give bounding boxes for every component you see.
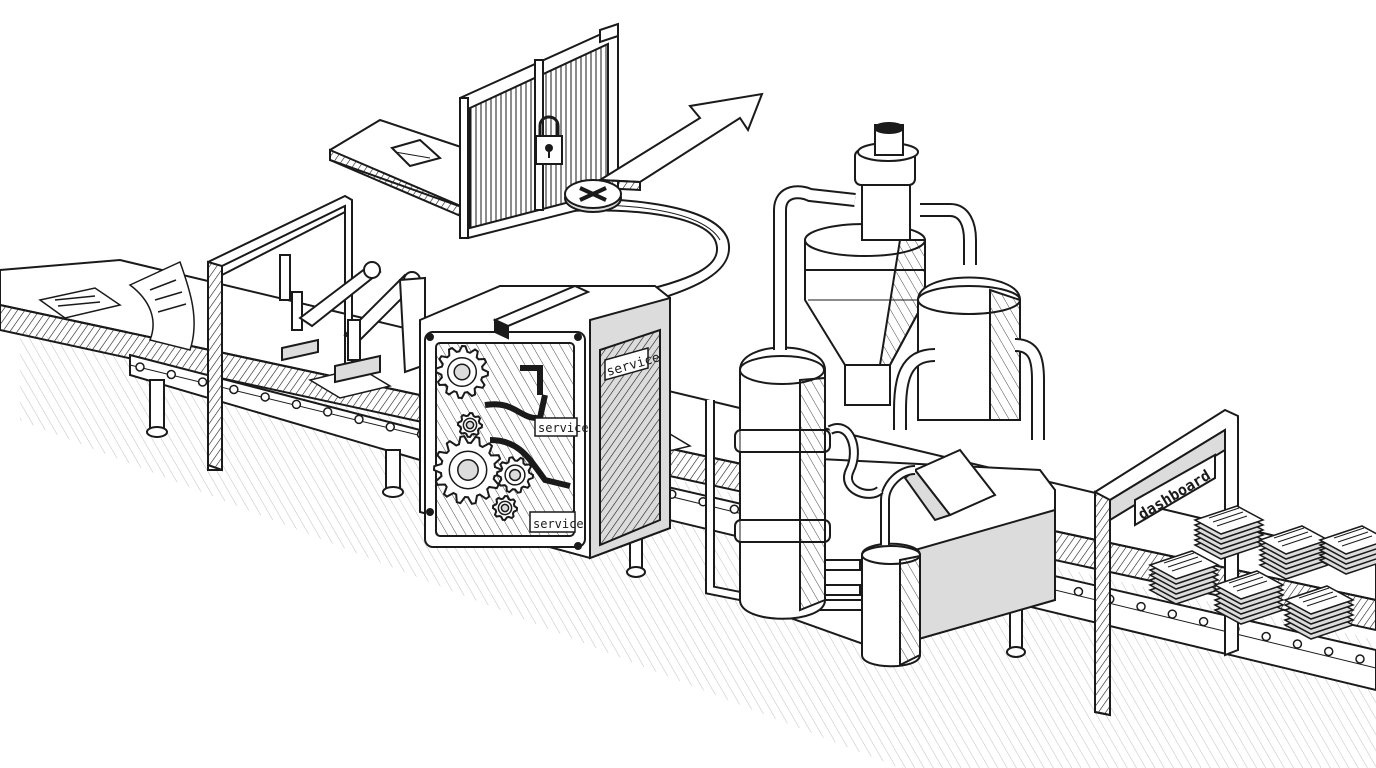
processing-plant: [705, 122, 1056, 668]
roller: [197, 377, 208, 387]
roller: [1355, 654, 1365, 664]
document-text-line: [1273, 527, 1305, 539]
roller: [260, 392, 270, 402]
roller: [322, 407, 333, 417]
document-text-line: [1167, 556, 1199, 568]
document-text-line: [1277, 531, 1309, 543]
service-label-bottom: service: [533, 517, 584, 531]
roller: [166, 369, 177, 380]
document-sheet: [1283, 585, 1355, 615]
document-text-line: [1337, 531, 1369, 543]
roller: [1136, 601, 1146, 612]
roller: [1292, 639, 1303, 649]
service-processor: [419, 284, 671, 560]
roller: [1073, 586, 1084, 597]
roller: [229, 384, 239, 395]
document-text-line: [1302, 591, 1334, 603]
robot-arm-station: [207, 194, 426, 472]
document-text-line: [1212, 511, 1244, 523]
document-text-line: [1341, 535, 1373, 547]
gear-icon: [432, 435, 504, 505]
document-text-line: [1333, 527, 1365, 539]
roller: [1198, 616, 1209, 627]
document-sheet: [1318, 525, 1376, 555]
roller: [135, 362, 145, 372]
document-text-line: [1281, 535, 1313, 547]
gear-icon: [434, 344, 490, 400]
dashboard-gate: [1094, 408, 1239, 717]
gear-icon: [456, 411, 484, 439]
document-sheet: [1213, 570, 1285, 600]
document-text-line: [1236, 580, 1268, 592]
document-sheet: [1148, 550, 1220, 580]
roller: [354, 414, 364, 425]
x-valve-icon: [564, 179, 622, 213]
document-text-line: [1208, 507, 1240, 519]
roller: [1323, 646, 1334, 657]
gear-icon: [495, 456, 535, 494]
arrow-icon: [596, 92, 764, 192]
document-text-line: [1171, 560, 1203, 572]
gear-icon: [491, 494, 519, 522]
document-sheet: [1193, 505, 1265, 535]
document-text-line: [1216, 515, 1248, 527]
document-text-line: [1163, 552, 1195, 564]
output-document-stacks: [1148, 505, 1376, 640]
roller: [1167, 609, 1178, 619]
upper-path: [329, 118, 471, 222]
document-text-line: [1232, 576, 1264, 588]
service-label-mid: service: [538, 421, 589, 435]
roller: [1261, 631, 1271, 642]
roller: [291, 399, 302, 410]
document-text-line: [1228, 572, 1260, 584]
document-text-line: [1306, 595, 1338, 607]
document-text-line: [1298, 587, 1330, 599]
roller: [729, 504, 740, 515]
gear-icon: [432, 344, 535, 522]
padlock-icon: [535, 115, 563, 165]
roller: [385, 422, 396, 432]
